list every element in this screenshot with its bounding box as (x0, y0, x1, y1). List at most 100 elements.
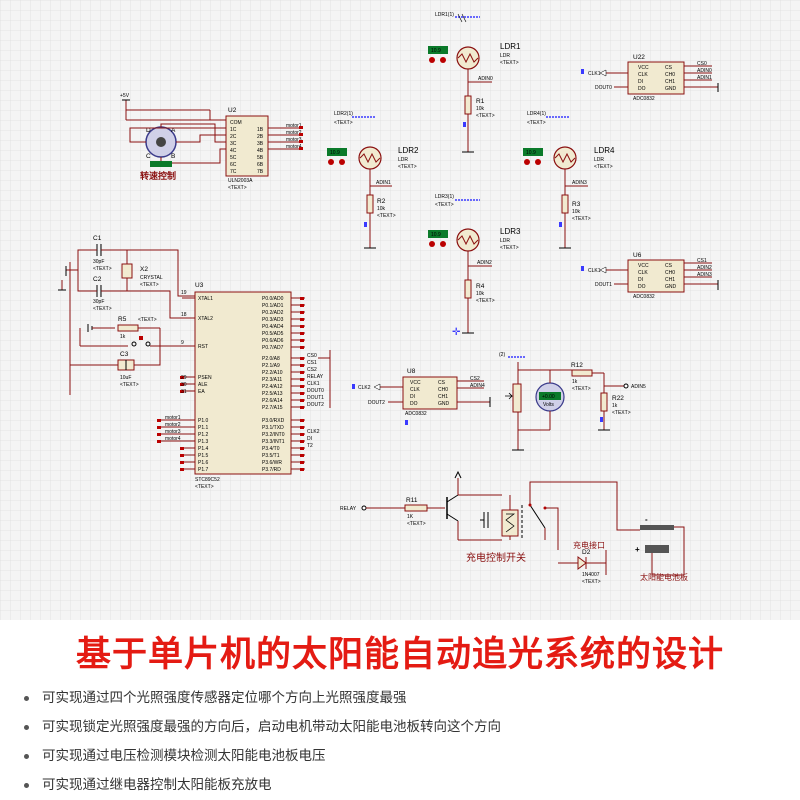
u6-pin-cs: CS (665, 263, 673, 269)
ldr3-tag-text: <TEXT> (435, 202, 454, 208)
u3-pin-p0-1-ad1: P0.1/AD1 (262, 303, 284, 309)
u6-pin-ch1: CH1 (665, 277, 675, 283)
u2-pin-3c: 3C (230, 141, 237, 147)
motor-pin-c: C (146, 153, 151, 160)
feature-item: 可实现通过四个光照强度传感器定位哪个方向上光照强度最强 (22, 684, 501, 713)
motor-pin-b: B (171, 153, 175, 160)
relay-label: 充电控制开关 (466, 551, 526, 564)
bullet-icon (24, 754, 29, 759)
pin-terminal (157, 440, 161, 443)
charge-port-label: 充电接口 (573, 540, 605, 550)
u3-net-motor4: motor4 (165, 436, 181, 442)
u8-pin-di: DI (410, 394, 415, 400)
r2-value: 10k (377, 206, 386, 212)
u3-pin-p2-4-a12: P2.4/A12 (262, 384, 283, 390)
u3-pin-p3-4-t0: P3.4/T0 (262, 446, 280, 452)
pin-terminal (300, 304, 304, 307)
pin-terminal (300, 318, 304, 321)
c1-value: 30pF (93, 259, 104, 265)
motor-label: 转速控制 (140, 170, 176, 182)
u3-pin-p2-6-a14: P2.6/A14 (262, 398, 283, 404)
pin-terminal (300, 371, 304, 374)
schematic-canvas: LDR1(1) 10.9 LDR1 LDR <TEXT> ADIN0 R1 10… (0, 0, 800, 620)
motor-pin-d: D (146, 127, 151, 134)
pin-terminal (300, 311, 304, 314)
u3-pin-ea: EA (198, 389, 205, 395)
r5-name: R5 (118, 316, 127, 323)
r3-text: <TEXT> (572, 216, 591, 222)
ldr1-tag: LDR1(1) (435, 12, 454, 18)
ldr2-net: ADIN1 (376, 180, 391, 186)
ldr3-net: ADIN2 (477, 260, 492, 266)
u2-net-motor3: motor3 (286, 137, 302, 143)
adin5-net: ADIN5 (631, 384, 646, 390)
pin-terminal (300, 297, 304, 300)
u2-pin-2b: 2B (257, 134, 264, 140)
ldr2-group: LDR2(1) <TEXT> 10.9 LDR2 LDR <TEXT> ADIN… (327, 111, 419, 249)
pin-terminal (300, 346, 304, 349)
c1-name: C1 (93, 235, 102, 242)
u8-adc: U8 VCC CLK DI DO CS CH0 CH1 GND ADC0832 … (352, 368, 491, 425)
u3-pin-p0-6-ad6: P0.6/AD6 (262, 338, 284, 344)
u3-net-motor3: motor3 (165, 429, 181, 435)
u3-pinnum-ale: 30 (181, 382, 187, 388)
ldr3-type: LDR (500, 238, 510, 244)
u3-pin-p3-0-rxd: P3.0/RXD (262, 418, 285, 424)
u2-pin-5c: 5C (230, 155, 237, 161)
r3-value: 10k (572, 209, 581, 215)
u6-pin-do: DO (638, 284, 646, 290)
u22-net-clk: CLK1 (588, 71, 601, 77)
reset-circuit: R5 <TEXT> 1k C3 10uF <TEXT> 9 (69, 262, 195, 395)
r1-value: 10k (476, 106, 485, 112)
pin-terminal (157, 426, 161, 429)
u3-net-cs0: CS0 (307, 353, 317, 359)
pin-terminal (300, 447, 304, 450)
page-title: 基于单片机的太阳能自动追光系统的设计 (75, 635, 724, 675)
c2-name: C2 (93, 276, 102, 283)
r1-name: R1 (476, 98, 485, 105)
pin-terminal (300, 325, 304, 328)
u3-part: STC89C52 (195, 477, 220, 483)
u6-net-ch1: ADIN3 (697, 272, 712, 278)
u2-pin-6b: 6B (257, 162, 264, 168)
u3-pin-xtal2: XTAL2 (198, 316, 213, 322)
r22-value: 1k (612, 403, 618, 409)
pin-terminal (300, 364, 304, 367)
u8-pin-do: DO (410, 401, 418, 407)
u6-pin-vcc: VCC (638, 263, 649, 269)
u3-mcu: U3 XTAL1XTAL2RSTPSENALEEAP1.0P1.1P1.2P1.… (157, 282, 331, 490)
u6-pin-clk: CLK (638, 270, 648, 276)
u3-net-dout1: DOUT1 (307, 395, 324, 401)
r22-text: <TEXT> (612, 410, 631, 416)
u6-pin-gnd: GND (665, 284, 677, 290)
feature-text: 可实现锁定光照强度最强的方向后，启动电机带动太阳能电池板转向这个方向 (42, 719, 501, 735)
u2-pin-6c: 6C (230, 162, 237, 168)
u2-pin-7b: 7B (257, 169, 264, 175)
feature-text: 可实现通过继电器控制太阳能板充放电 (42, 777, 272, 793)
ldr1-name: LDR1 (500, 42, 521, 51)
u2-net-motor4: motor4 (286, 144, 302, 150)
ldr4-text: <TEXT> (594, 164, 613, 170)
u8-net-cs: CS2 (470, 376, 480, 382)
u22-net-cs: CS0 (697, 61, 707, 67)
pin-terminal (300, 339, 304, 342)
r11-name: R11 (406, 497, 418, 504)
u6-part: ADC0832 (633, 294, 655, 300)
u8-net-clk: CLK2 (358, 385, 371, 391)
u3-net-motor2: motor2 (165, 422, 181, 428)
u3-pin-p0-2-ad2: P0.2/AD2 (262, 310, 284, 316)
u8-name: U8 (407, 368, 416, 375)
pin-terminal (300, 440, 304, 443)
u3-net-clk1: CLK1 (307, 381, 320, 387)
bullet-icon (24, 696, 29, 701)
u22-net-do: DOUT0 (595, 85, 612, 91)
pin-terminal (180, 376, 184, 379)
r12-text: <TEXT> (572, 386, 591, 392)
pin-terminal (180, 447, 184, 450)
ldr4-tag-text: <TEXT> (527, 120, 546, 126)
voltage-sense: (2) +0.00 Volts R12 1k <TEXT> ADIN5 R22 … (499, 352, 646, 451)
u3-pin-p1-1: P1.1 (198, 425, 209, 431)
u3-pin-p0-3-ad3: P0.3/AD3 (262, 317, 284, 323)
ldr2-name: LDR2 (398, 146, 419, 155)
u2-pin-com: COM (230, 120, 242, 126)
